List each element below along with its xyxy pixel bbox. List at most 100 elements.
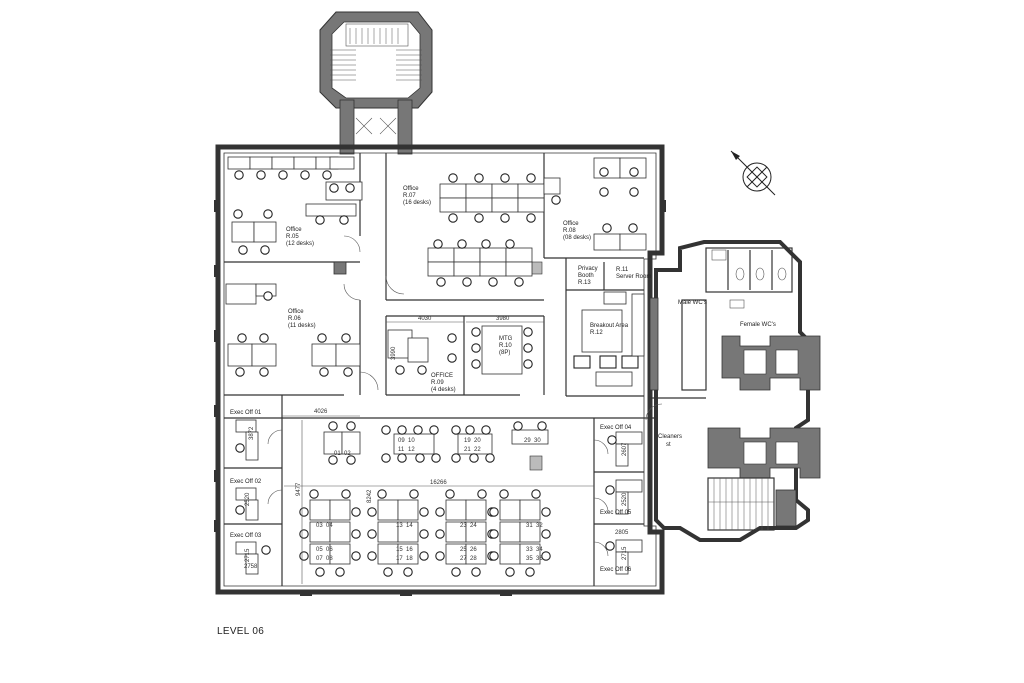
desk <box>329 156 355 170</box>
desk-number: 06 <box>326 547 333 553</box>
dim-3990: 3990 <box>391 346 397 360</box>
chair <box>238 245 248 255</box>
desk-number: 32 <box>536 523 543 529</box>
room-r05-name: Office <box>286 227 302 233</box>
desk <box>393 433 435 455</box>
desk <box>427 247 455 263</box>
desk <box>309 499 331 521</box>
exec-off-03-label: Exec Off 03 <box>230 533 262 539</box>
exec-off-06-label: Exec Off 06 <box>600 567 632 573</box>
chair <box>474 173 484 183</box>
desk <box>499 543 521 565</box>
chair <box>489 551 499 561</box>
chair <box>381 425 391 435</box>
desk <box>253 221 277 243</box>
chair <box>419 551 429 561</box>
desk <box>615 479 643 493</box>
chair <box>526 213 536 223</box>
chair <box>500 173 510 183</box>
chair <box>299 551 309 561</box>
chair <box>395 365 405 375</box>
chair <box>551 195 561 205</box>
desk-number: 35 <box>526 556 533 562</box>
room-r11-name: R.11 <box>616 267 629 273</box>
desk-number: 12 <box>408 447 415 453</box>
chair <box>447 333 457 343</box>
cleaners-label: Cleaners <box>658 434 682 440</box>
desk-number: 01 <box>334 451 341 457</box>
room-r13-name: Privacy <box>578 266 598 272</box>
desk <box>491 183 519 199</box>
chair <box>233 209 243 219</box>
room-r08-id: R.08 <box>563 228 576 234</box>
dim-2715-right: 2715 <box>622 546 628 560</box>
chair <box>435 507 445 517</box>
desk <box>519 543 541 565</box>
chair <box>235 443 245 453</box>
desk <box>249 156 273 170</box>
desk-number: 13 <box>396 523 403 529</box>
chair <box>256 170 266 180</box>
chair <box>607 435 617 445</box>
room-r09-desks: (4 desks) <box>431 387 456 393</box>
desk <box>231 221 255 243</box>
desk-number: 09 <box>398 438 405 444</box>
room-r13-booth: Booth <box>578 273 594 279</box>
desk <box>397 499 419 521</box>
chair <box>343 367 353 377</box>
desk-number: 18 <box>406 556 413 562</box>
chair <box>381 453 391 463</box>
room-r10-name: MTG <box>499 336 513 342</box>
chair <box>523 327 533 337</box>
desk-number: 31 <box>526 523 533 529</box>
desk <box>341 431 361 455</box>
chair <box>526 173 536 183</box>
chair <box>457 239 467 249</box>
room-r11-id: Server Room <box>616 274 651 280</box>
desk <box>225 283 257 305</box>
chair-layer <box>233 167 639 577</box>
chair <box>436 277 446 287</box>
desk <box>615 551 629 575</box>
chair <box>341 333 351 343</box>
chair <box>299 507 309 517</box>
chair <box>629 187 639 197</box>
desk-number: 17 <box>396 556 403 562</box>
desk-number: 28 <box>470 556 477 562</box>
chair <box>488 277 498 287</box>
chair <box>599 187 609 197</box>
chair <box>377 489 387 499</box>
desk-number: 20 <box>474 438 481 444</box>
dim-2520-right: 2520 <box>622 492 628 506</box>
chair <box>451 567 461 577</box>
desk <box>311 343 337 367</box>
chair <box>471 343 481 353</box>
chair <box>367 507 377 517</box>
chair <box>435 551 445 561</box>
exec-off-04-label: Exec Off 04 <box>600 425 632 431</box>
desk <box>427 261 455 277</box>
dim-4030: 4030 <box>418 316 432 322</box>
chair <box>351 551 361 561</box>
chair <box>602 223 612 233</box>
chair <box>383 567 393 577</box>
chair <box>351 529 361 539</box>
chair <box>541 529 551 539</box>
desk <box>619 233 647 251</box>
dim-3872: 3872 <box>249 426 255 440</box>
chair <box>235 367 245 377</box>
chair <box>315 567 325 577</box>
desk <box>245 431 259 461</box>
desk <box>499 499 521 521</box>
chair <box>329 183 339 193</box>
desk <box>453 261 481 277</box>
breakout-furniture <box>573 291 645 387</box>
desk-number: 16 <box>406 547 413 553</box>
room-r07-name: Office <box>403 186 419 192</box>
building-shell <box>214 144 666 596</box>
room-r05-id: R.05 <box>286 234 299 240</box>
dim-2520-left: 2520 <box>245 492 251 506</box>
chair <box>341 489 351 499</box>
desk <box>329 521 351 543</box>
